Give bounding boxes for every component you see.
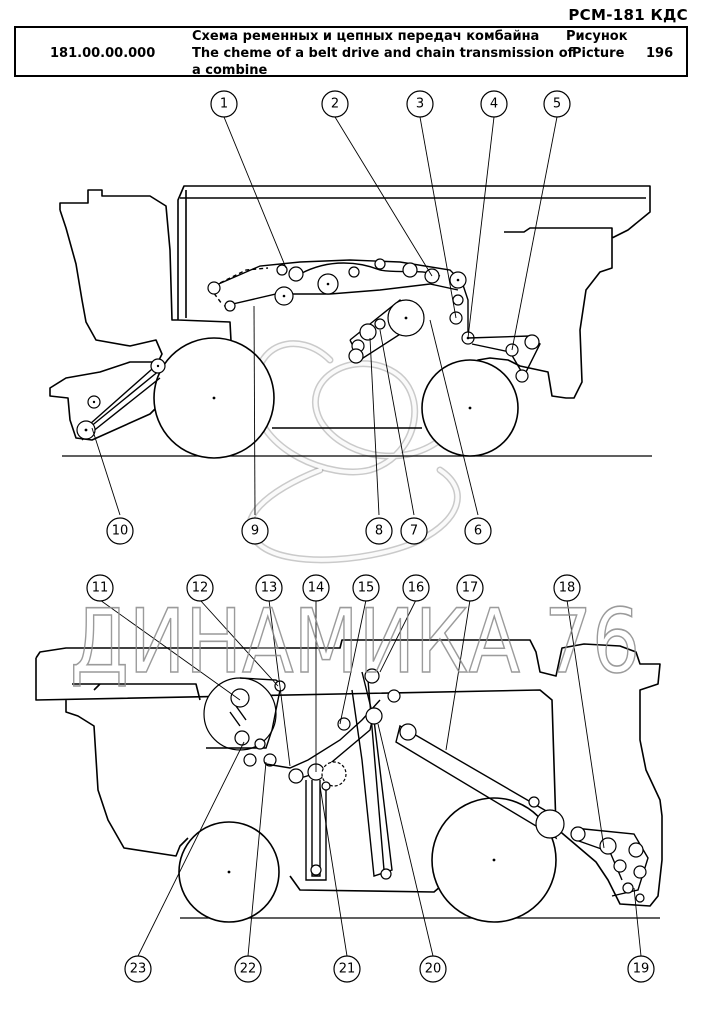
top-body-outline <box>49 185 651 441</box>
svg-text:7: 7 <box>410 524 418 539</box>
picture-label-russian: Рисунок <box>566 29 628 44</box>
bottom-callouts: 11 12 13 14 15 16 17 18 23 22 21 20 19 <box>86 574 655 983</box>
callout-23: 23 <box>124 955 152 983</box>
svg-text:19: 19 <box>633 962 650 977</box>
callout-14: 14 <box>302 574 330 602</box>
svg-text:2: 2 <box>331 97 339 112</box>
title-english-line2: a combine <box>192 63 268 78</box>
bottom-body-outline <box>35 639 663 907</box>
callout-16: 16 <box>402 574 430 602</box>
picture-label-english: Picture <box>572 46 625 61</box>
callout-7: 7 <box>400 517 428 545</box>
top-view-combine <box>49 116 652 516</box>
svg-text:23: 23 <box>130 962 147 977</box>
svg-text:15: 15 <box>358 581 375 596</box>
title-russian: Схема ременных и цепных передач комбайна <box>192 29 540 44</box>
callout-12: 12 <box>186 574 214 602</box>
svg-text:10: 10 <box>112 524 129 539</box>
svg-text:11: 11 <box>92 581 109 596</box>
top-leader-lines <box>91 116 558 516</box>
svg-text:13: 13 <box>261 581 278 596</box>
svg-text:22: 22 <box>240 962 257 977</box>
callout-5: 5 <box>543 90 571 118</box>
svg-text:14: 14 <box>308 581 325 596</box>
callout-9: 9 <box>241 517 269 545</box>
top-cab-glass <box>180 190 646 318</box>
document-number: 181.00.00.000 <box>50 46 156 61</box>
title-block: 181.00.00.000 Схема ременных и цепных пе… <box>14 26 688 78</box>
callout-1: 1 <box>210 90 238 118</box>
callout-21: 21 <box>333 955 361 983</box>
callout-11: 11 <box>86 574 114 602</box>
callout-4: 4 <box>480 90 508 118</box>
callout-22: 22 <box>234 955 262 983</box>
svg-text:5: 5 <box>553 97 561 112</box>
callout-15: 15 <box>352 574 380 602</box>
svg-text:9: 9 <box>251 524 259 539</box>
bottom-unloading-auger <box>395 723 565 840</box>
top-lower-belt-drive <box>348 299 541 383</box>
svg-text:12: 12 <box>192 581 209 596</box>
callout-3: 3 <box>406 90 434 118</box>
bottom-view-combine <box>35 599 663 957</box>
callout-17: 17 <box>456 574 484 602</box>
svg-text:17: 17 <box>462 581 479 596</box>
callout-19: 19 <box>627 955 655 983</box>
svg-text:18: 18 <box>559 581 576 596</box>
picture-number: 196 <box>646 46 674 61</box>
callout-18: 18 <box>553 574 581 602</box>
svg-text:16: 16 <box>408 581 425 596</box>
bottom-rear-drive <box>570 826 649 903</box>
callout-10: 10 <box>106 517 134 545</box>
callout-8: 8 <box>365 517 393 545</box>
callout-2: 2 <box>321 90 349 118</box>
svg-text:4: 4 <box>490 97 498 112</box>
svg-text:21: 21 <box>339 962 356 977</box>
model-code: РСМ-181 КДС <box>568 6 688 24</box>
svg-text:6: 6 <box>474 524 482 539</box>
callout-20: 20 <box>419 955 447 983</box>
svg-text:8: 8 <box>375 524 383 539</box>
top-header-belt <box>76 358 166 441</box>
callout-13: 13 <box>255 574 283 602</box>
watermark-text: ДИНАМИКА 76 <box>70 590 640 693</box>
bottom-elevators <box>288 668 401 881</box>
bottom-leader-lines <box>99 599 642 957</box>
top-upper-belt-drive <box>207 258 475 345</box>
title-english-line1: The cheme of a belt drive and chain tran… <box>192 46 574 61</box>
svg-text:3: 3 <box>416 97 424 112</box>
svg-text:20: 20 <box>425 962 442 977</box>
svg-text:1: 1 <box>220 97 228 112</box>
callout-6: 6 <box>464 517 492 545</box>
top-callouts: 1 2 3 4 5 10 9 8 7 6 <box>106 90 571 545</box>
